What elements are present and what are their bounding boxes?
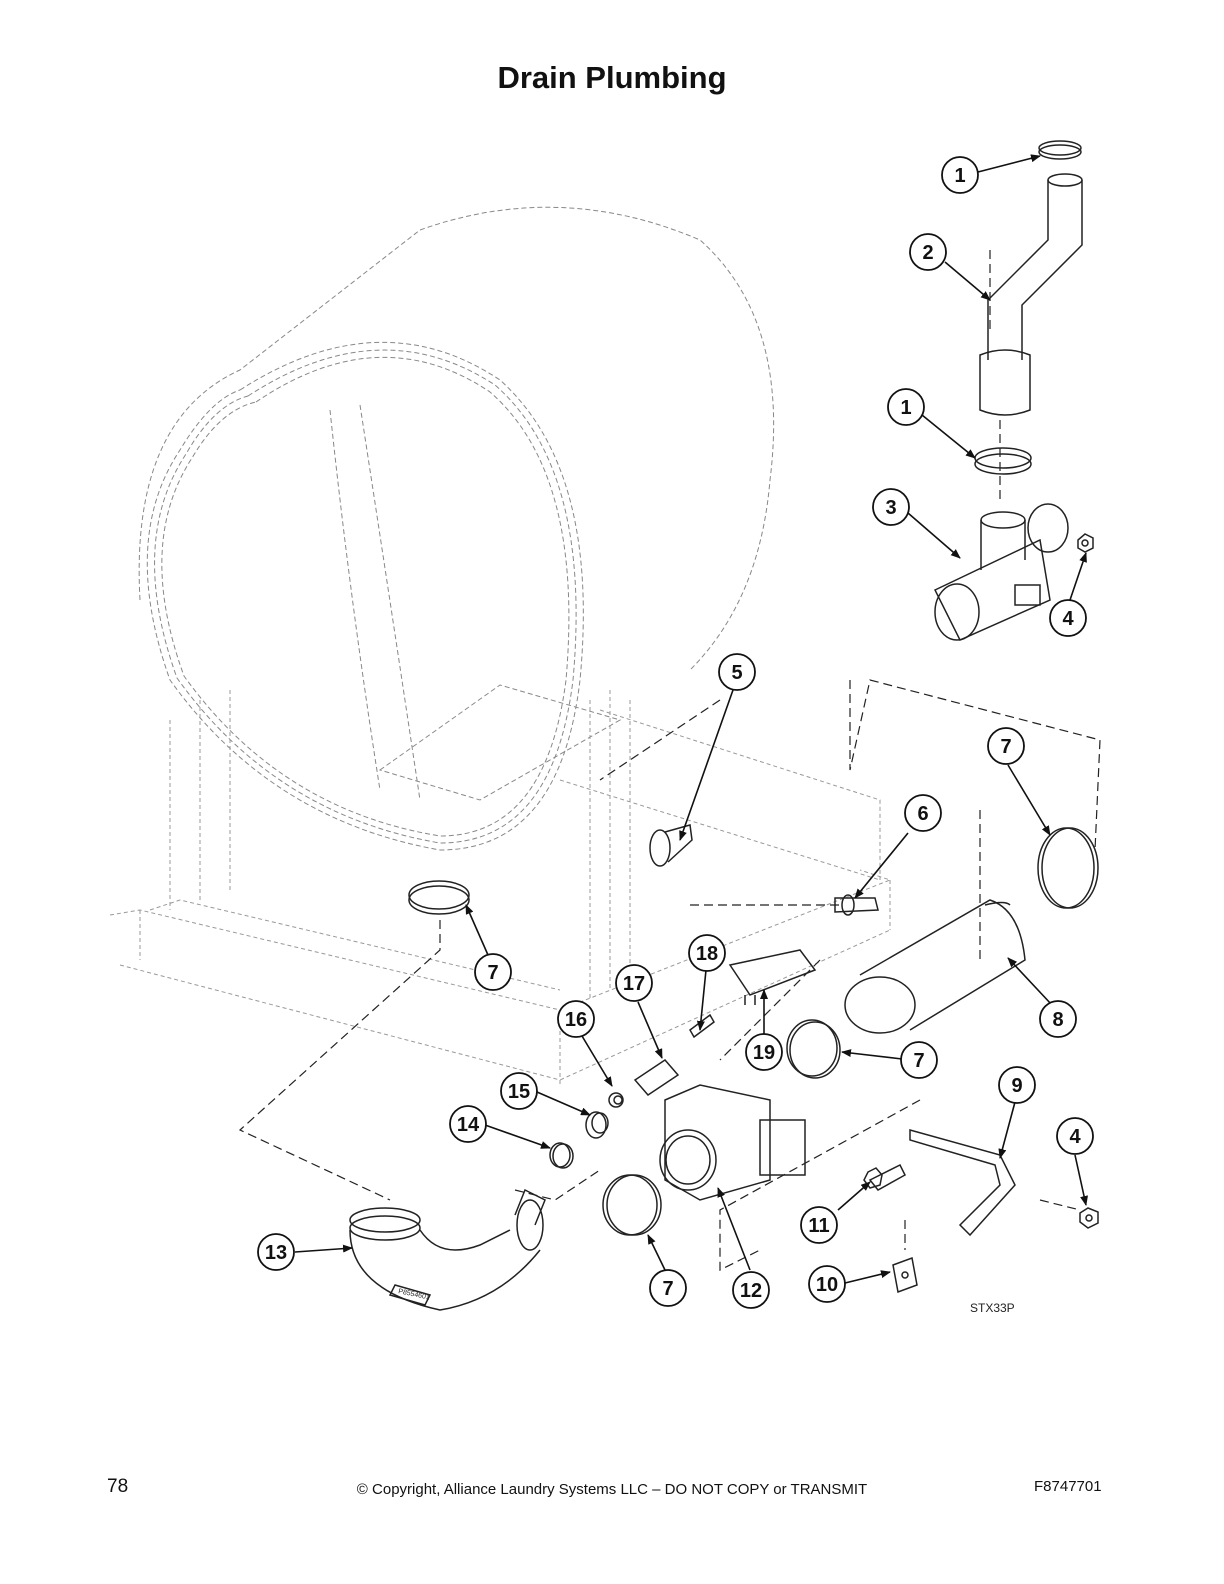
- callout-label: 7: [913, 1050, 924, 1072]
- part-clamp-14: [549, 1142, 574, 1169]
- part-grommet-15: [585, 1111, 609, 1139]
- callout-4-upper: [1049, 599, 1087, 637]
- part-nut-4-upper: [1077, 533, 1094, 553]
- callout-label: 16: [565, 1009, 587, 1031]
- part-clamp-top: [1038, 140, 1082, 160]
- callout-8: [1039, 1000, 1077, 1038]
- callout-label: 1: [954, 165, 965, 187]
- callout-label: 3: [885, 497, 896, 519]
- part-clamp-mid: [974, 447, 1032, 475]
- callout-label: 18: [696, 943, 718, 965]
- callout-labels: 1 2 1 3 4 5 7 6 7 8 18 17 16 19 7 15 14 …: [265, 165, 1082, 1302]
- part-nut-4-lower: [1079, 1207, 1099, 1229]
- callout-label: 6: [917, 803, 928, 825]
- callout-12: [732, 1271, 770, 1309]
- callout-5: [718, 653, 756, 691]
- callout-label: 1: [900, 397, 911, 419]
- callout-label: 4: [1062, 608, 1074, 630]
- callout-label: 14: [457, 1114, 480, 1136]
- part-tee-3: [933, 503, 1069, 641]
- callout-3: [872, 488, 910, 526]
- callout-2: [909, 233, 947, 271]
- phantom-frame: [109, 690, 892, 1085]
- part-valve-12: [659, 1084, 806, 1201]
- callout-6: [904, 794, 942, 832]
- figure-code: STX33P: [970, 1301, 1015, 1315]
- callout-label: 8: [1052, 1009, 1063, 1031]
- callout-1-mid: [887, 388, 925, 426]
- part-small-18: [689, 1013, 715, 1039]
- part-clamp-7-left: [408, 880, 470, 915]
- callout-label: 9: [1011, 1075, 1022, 1097]
- part-screw-11: [863, 1163, 906, 1191]
- part-clamp-7-mid: [786, 1019, 841, 1079]
- callout-label: 7: [1000, 736, 1011, 758]
- callout-label: 11: [808, 1215, 829, 1237]
- part-bracket-9: [909, 1129, 1016, 1237]
- callout-13: [257, 1233, 295, 1271]
- callout-label: 4: [1069, 1126, 1081, 1148]
- callout-9: [998, 1066, 1036, 1104]
- part-cover-19: [728, 949, 817, 1005]
- callout-label: 12: [740, 1280, 762, 1302]
- callout-label: 19: [753, 1042, 775, 1064]
- part-clip-16: [608, 1092, 624, 1108]
- callout-label: 10: [816, 1274, 838, 1296]
- part-clamp-7-lower: [602, 1174, 662, 1236]
- callout-7-mid: [900, 1041, 938, 1079]
- page-title: Drain Plumbing: [497, 60, 727, 95]
- phantom-drum: [138, 206, 775, 851]
- callout-label: 5: [731, 662, 742, 684]
- part-bolt-5: [649, 824, 693, 867]
- callout-4-lower: [1056, 1117, 1094, 1155]
- callout-15: [500, 1072, 538, 1110]
- part-drain-hose-2: [979, 173, 1083, 416]
- callout-18: [688, 934, 726, 972]
- part-clip-nut-10: [892, 1256, 918, 1294]
- part-hose-8: [844, 899, 1026, 1034]
- part-fitting-6: [834, 894, 879, 916]
- callout-label: 7: [487, 962, 498, 984]
- assembly-guides: [238, 250, 1101, 1271]
- callout-label: 13: [265, 1242, 287, 1264]
- callout-bubbles: [257, 156, 1094, 1309]
- callout-label: 15: [508, 1081, 530, 1103]
- callout-label: 17: [623, 973, 645, 995]
- callout-7-lower: [649, 1269, 687, 1307]
- callouts: [294, 154, 1088, 1284]
- callout-7-right: [987, 727, 1025, 765]
- part-clamp-7-right: [1037, 827, 1099, 909]
- callout-17: [615, 964, 653, 1002]
- part-spring-17: [633, 1059, 680, 1096]
- callout-label: 2: [922, 242, 933, 264]
- callout-10: [808, 1265, 846, 1303]
- callout-11: [800, 1206, 838, 1244]
- callout-14: [449, 1105, 487, 1143]
- part-hose-13: [349, 1188, 546, 1311]
- document-number: F8747701: [1034, 1478, 1102, 1495]
- callout-label: 7: [662, 1278, 673, 1300]
- callout-16: [557, 1000, 595, 1038]
- callout-19: [745, 1033, 783, 1071]
- copyright-notice: © Copyright, Alliance Laundry Systems LL…: [356, 1481, 868, 1498]
- callout-1-top: [941, 156, 979, 194]
- page-number: 78: [107, 1476, 129, 1497]
- callout-7-left: [474, 953, 512, 991]
